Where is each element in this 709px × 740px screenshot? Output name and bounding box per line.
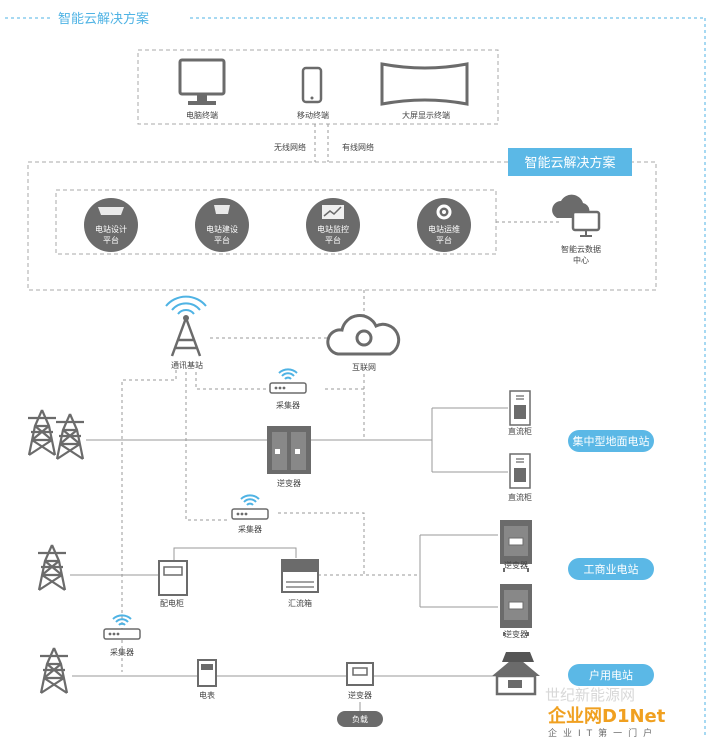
power-tower-icon (54, 412, 86, 461)
household-inverter-icon (346, 662, 374, 686)
cloud-solution-banner-label: 智能云解决方案 (524, 155, 615, 171)
diagram-header-title: 智能云解决方案 (58, 11, 149, 27)
large-screen-icon (380, 62, 469, 106)
watermark-faded: 世纪新能源网 (545, 686, 635, 704)
collector-icon (269, 368, 307, 394)
collector-label-household: 采集器 (110, 647, 134, 657)
combiner-box-icon (281, 559, 319, 593)
mobile-terminal-label: 移动终端 (297, 110, 329, 120)
design-platform-line1: 电站设计 (95, 224, 127, 234)
commercial-station-pill (568, 558, 654, 580)
distribution-cabinet-label: 配电柜 (160, 598, 184, 608)
inverter-label-commercial-2: 逆变器 (504, 629, 528, 639)
monitoring-platform-line1: 电站监控 (317, 224, 349, 234)
load-badge (337, 711, 383, 727)
ground-station-label: 集中型地面电站 (573, 434, 650, 448)
string-inverter-icon (499, 583, 533, 637)
dc-cabinet-label-2: 直流柜 (508, 492, 532, 502)
cloud-solution-banner (508, 148, 632, 176)
dc-cabinet-icon (509, 453, 531, 489)
design-platform-icon (84, 198, 138, 252)
datacenter-line1: 智能云数据 (561, 244, 601, 254)
maintenance-platform-line1: 电站运维 (428, 224, 460, 234)
design-platform-line2: 平台 (103, 235, 119, 245)
monitoring-platform-icon (306, 198, 360, 252)
central-inverter-icon (267, 426, 311, 474)
maintenance-platform-icon (417, 198, 471, 252)
pc-terminal-label: 电脑终端 (186, 110, 218, 120)
watermark-brand: 企业网D1Net (547, 705, 666, 727)
mobile-phone-icon (301, 66, 323, 104)
electric-meter-icon (197, 659, 217, 687)
ground-station-pill (568, 430, 654, 452)
power-tower-icon (38, 646, 70, 695)
construction-platform-icon (195, 198, 249, 252)
cloud-datacenter-icon (552, 194, 601, 237)
power-tower-icon (36, 543, 68, 592)
datacenter-line2: 中心 (573, 255, 589, 265)
house-icon (492, 652, 540, 696)
inverter-label-commercial-1: 逆变器 (504, 560, 528, 570)
construction-platform-line1: 电站建设 (206, 224, 238, 234)
watermark-slogan: 企业IT第一门户 (548, 727, 658, 739)
base-station-label: 通讯基站 (171, 360, 203, 370)
dc-cabinet-label-1: 直流柜 (508, 426, 532, 436)
wireless-network-label: 无线网络 (274, 142, 306, 152)
household-station-pill (568, 664, 654, 686)
household-station-label: 户用电站 (589, 668, 633, 682)
meter-label: 电表 (199, 690, 215, 700)
power-tower-icon (26, 408, 58, 457)
dc-cabinet-icon (509, 390, 531, 426)
wired-network-label: 有线网络 (342, 142, 374, 152)
load-label: 负载 (352, 714, 368, 724)
collector-icon (231, 494, 269, 520)
screen-terminal-label: 大屏显示终端 (402, 110, 450, 120)
distribution-cabinet-icon (158, 560, 188, 596)
maintenance-platform-line2: 平台 (436, 235, 452, 245)
inverter-label-ground: 逆变器 (277, 478, 301, 488)
monitoring-platform-line2: 平台 (325, 235, 341, 245)
pc-monitor-icon (178, 58, 226, 105)
combiner-box-label: 汇流箱 (288, 598, 312, 608)
collector-label-ground: 采集器 (276, 400, 300, 410)
base-station-icon (165, 295, 207, 357)
collector-label-commercial: 采集器 (238, 524, 262, 534)
commercial-station-label: 工商业电站 (584, 562, 639, 576)
internet-label: 互联网 (352, 363, 376, 372)
inverter-label-household: 逆变器 (348, 690, 372, 700)
construction-platform-line2: 平台 (214, 235, 230, 245)
collector-icon (103, 614, 141, 640)
internet-cloud-icon (326, 314, 401, 356)
